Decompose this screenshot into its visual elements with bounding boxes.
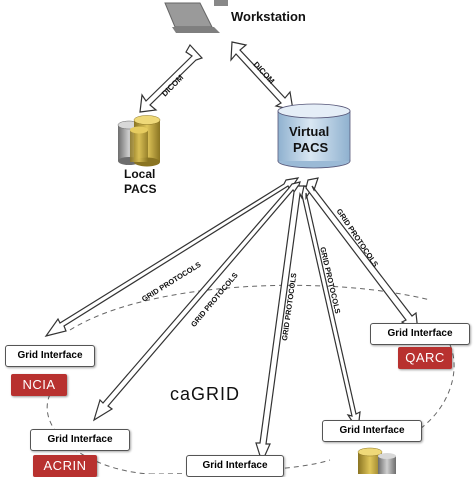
virtual-pacs-label-1: Virtual — [289, 124, 330, 139]
grid-arrow-qarc — [305, 177, 419, 334]
cylinder-database-icon — [277, 103, 351, 169]
acrin-badge: ACRIN — [33, 455, 97, 477]
ncia-grid-interface: Grid Interface — [5, 345, 95, 367]
qarc-grid-interface: Grid Interface — [370, 323, 470, 345]
workstation-label: Workstation — [231, 9, 306, 24]
qarc-badge: QARC — [398, 347, 452, 369]
cagrid-label: caGRID — [170, 384, 241, 404]
acrin-interface-label: Grid Interface — [47, 434, 113, 445]
grid-arrows — [44, 177, 419, 464]
ncia-badge: NCIA — [11, 374, 67, 396]
grid-arrow-right-bottom — [301, 185, 361, 432]
right-bottom-interface-label: Grid Interface — [339, 425, 405, 436]
node-database-icon — [357, 447, 396, 474]
acrin-grid-interface: Grid Interface — [30, 429, 130, 451]
virtual-pacs-label-2: PACS — [293, 140, 329, 155]
grid-arrow-center — [255, 185, 307, 464]
database-stack-icon — [117, 115, 161, 167]
ncia-interface-label: Grid Interface — [17, 350, 83, 361]
workstation-icon — [164, 0, 228, 33]
dicom-arrow-left — [139, 43, 204, 113]
right-bottom-grid-interface: Grid Interface — [322, 420, 422, 442]
local-pacs-label-2: PACS — [124, 182, 157, 196]
local-pacs-label-1: Local — [124, 167, 156, 181]
grid-arrow-ncia — [44, 177, 300, 337]
qarc-interface-label: Grid Interface — [387, 328, 453, 339]
center-interface-label: Grid Interface — [202, 460, 268, 471]
